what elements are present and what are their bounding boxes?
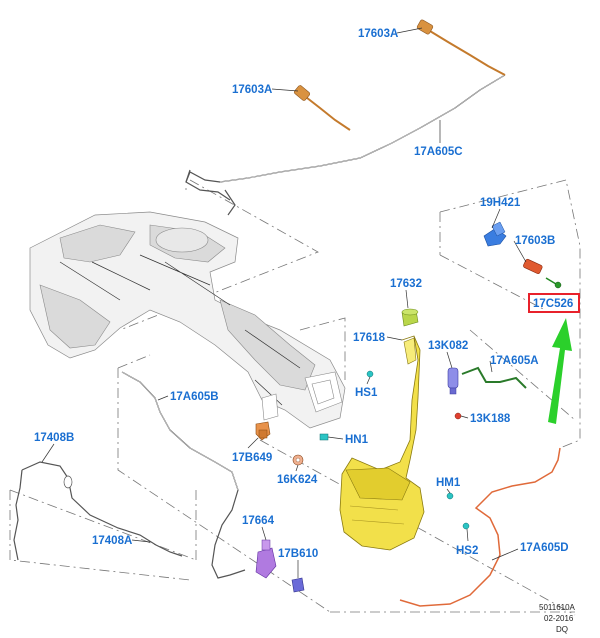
footer-initials: DQ [556, 625, 568, 634]
label-17632: 17632 [390, 278, 422, 290]
hose-17A605D [399, 447, 561, 607]
part-labels: 17603A 17603A 17A605C 19H421 17603B 17C5… [34, 28, 573, 560]
part-17603B-nozzle [523, 258, 543, 274]
label-HS1: HS1 [355, 387, 378, 399]
label-17B649: 17B649 [232, 452, 272, 464]
label-17664: 17664 [242, 515, 275, 527]
pump-17664 [255, 539, 277, 579]
label-17603A-top: 17603A [358, 28, 398, 40]
label-17A605B: 17A605B [170, 391, 219, 403]
part-17B649 [255, 421, 271, 441]
label-13K188: 13K188 [470, 413, 511, 425]
label-17408A: 17408A [92, 535, 132, 547]
part-16K624 [292, 454, 304, 466]
connector-HN1 [319, 433, 329, 441]
hose-17A605A [461, 366, 527, 389]
connector-HS1 [366, 370, 374, 378]
hose-17A605B [121, 371, 246, 579]
hose-17A605C [185, 74, 506, 216]
leader-lines [41, 27, 527, 578]
label-17A605D: 17A605D [520, 542, 569, 554]
footer-info: 5011610A 02-2016 DQ [539, 603, 576, 634]
part-17C526-fitting [545, 277, 562, 289]
label-HN1: HN1 [345, 434, 369, 446]
label-HM1: HM1 [436, 477, 461, 489]
label-13K082: 13K082 [428, 340, 468, 352]
cap-17632 [401, 308, 419, 327]
label-17C526: 17C526 [533, 298, 573, 310]
connector-HS2 [462, 522, 470, 530]
label-17618: 17618 [353, 332, 386, 344]
green-pointer-arrow [548, 318, 572, 424]
label-16K624: 16K624 [277, 474, 318, 486]
footer-code: 5011610A [539, 603, 576, 612]
reservoir-17618 [339, 335, 425, 551]
hose-17408 [13, 461, 183, 561]
label-19H421: 19H421 [480, 197, 521, 209]
label-17603A-mid: 17603A [232, 84, 272, 96]
highlight-box-17C526 [528, 293, 580, 313]
footer-date: 02-2016 [544, 614, 574, 623]
part-17B610 [291, 577, 305, 593]
label-17A605A: 17A605A [490, 355, 539, 367]
label-17603B: 17603B [515, 235, 555, 247]
nozzle-17603A-mid [293, 85, 351, 131]
label-17B610: 17B610 [278, 548, 318, 560]
part-19H421-clip [483, 221, 507, 247]
connector-HM1 [446, 492, 454, 500]
label-17A605C: 17A605C [414, 146, 463, 158]
label-17408B: 17408B [34, 432, 74, 444]
grommet-13K188 [454, 412, 462, 420]
label-HS2: HS2 [456, 545, 478, 557]
front-end-body-structure [29, 211, 346, 429]
pump-13K082 [447, 367, 459, 395]
nozzle-17603A-top [416, 19, 506, 76]
